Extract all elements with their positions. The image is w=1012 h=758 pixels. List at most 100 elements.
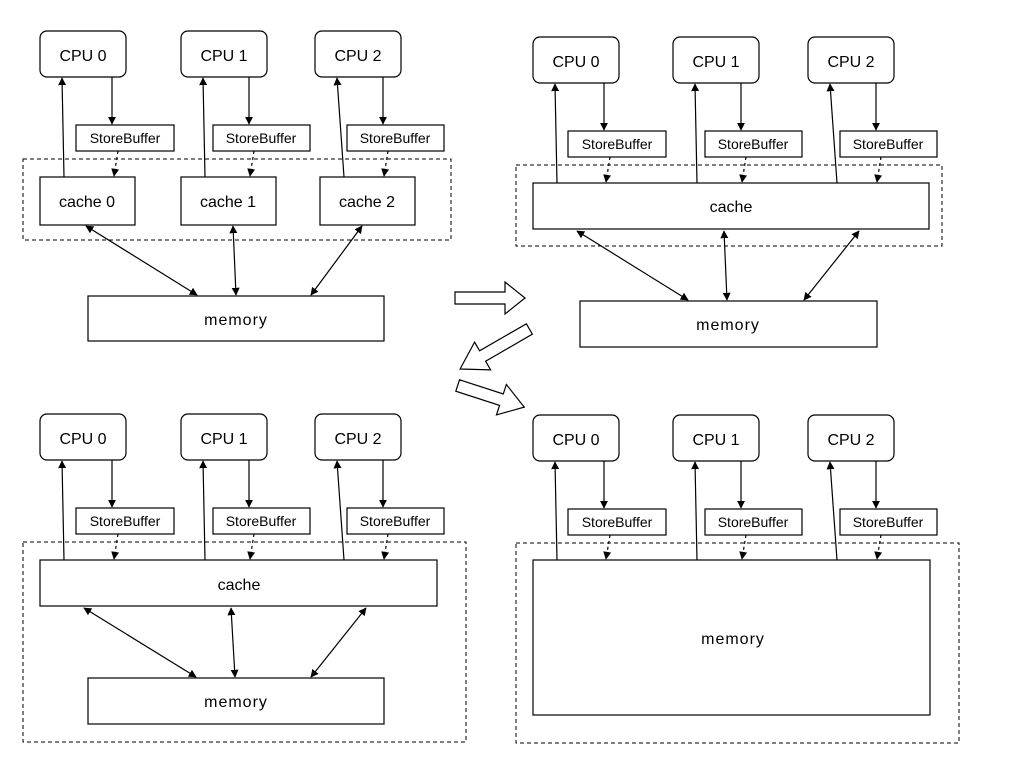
cache1-to-cpu-arrow bbox=[199, 77, 208, 178]
shared-cache-label: cache bbox=[710, 199, 753, 216]
store-buffer-0: StoreBuffer bbox=[567, 130, 667, 158]
panel-shared-cache-top: CPU 0 CPU 1 CPU 2 StoreBuffer StoreBuffe… bbox=[515, 36, 943, 348]
cpu-0-node: CPU 0 bbox=[39, 413, 127, 461]
transition-arrow-down-right bbox=[455, 379, 526, 416]
cpu-2-node: CPU 2 bbox=[807, 414, 895, 462]
shared-cache-node: cache bbox=[532, 182, 930, 230]
storebuffer2-to-cache-arrow bbox=[381, 150, 390, 177]
storebuffer1-to-cache-arrow bbox=[739, 156, 748, 183]
store-buffer-0: StoreBuffer bbox=[567, 508, 667, 536]
memory-node: memory bbox=[87, 295, 385, 342]
cache-1-node: cache 1 bbox=[180, 176, 277, 226]
cache-to-cpu1-arrow bbox=[691, 83, 700, 184]
cpu-1-label: CPU 1 bbox=[692, 54, 739, 71]
memory-region-boundary bbox=[515, 542, 960, 744]
cpu-2-label: CPU 2 bbox=[827, 54, 874, 71]
store-buffer-2-label: StoreBuffer bbox=[360, 130, 431, 146]
cpu-1-node: CPU 1 bbox=[180, 413, 268, 461]
cache2-memory-arrow bbox=[310, 225, 363, 296]
memory-node: memory bbox=[87, 677, 385, 725]
store-buffer-1-label: StoreBuffer bbox=[718, 136, 789, 152]
memory-node: memory bbox=[532, 559, 931, 716]
cpu-0-label: CPU 0 bbox=[59, 48, 106, 65]
cache-to-cpu1-arrow bbox=[199, 460, 208, 561]
memory-label: memory bbox=[204, 312, 268, 329]
cpu-1-label: CPU 1 bbox=[692, 432, 739, 449]
cpu-1-label: CPU 1 bbox=[200, 48, 247, 65]
store-buffer-2-label: StoreBuffer bbox=[360, 513, 431, 529]
cache-memory-arrow-middle bbox=[720, 230, 731, 301]
shared-cache-label: cache bbox=[218, 577, 261, 594]
cpu-0-label: CPU 0 bbox=[59, 431, 106, 448]
storebuffer1-to-memory-arrow bbox=[739, 534, 748, 560]
storebuffer0-to-cache-arrow bbox=[111, 150, 120, 177]
storebuffer2-to-cache-arrow bbox=[381, 533, 390, 560]
cache2-to-cpu-arrow bbox=[333, 77, 345, 178]
memory-to-cpu0-arrow bbox=[551, 461, 560, 561]
storebuffer0-to-cache-arrow bbox=[111, 533, 120, 560]
cpu-0-label: CPU 0 bbox=[552, 54, 599, 71]
cache-0-label: cache 0 bbox=[59, 194, 115, 211]
cache-memory-arrow-right bbox=[310, 607, 367, 678]
storebuffer1-to-cache-arrow bbox=[247, 150, 256, 177]
cache-memory-arrow-middle bbox=[227, 607, 239, 678]
cpu-2-node: CPU 2 bbox=[314, 30, 402, 78]
memory-label: memory bbox=[696, 317, 760, 334]
cpu-2-node: CPU 2 bbox=[807, 36, 895, 84]
cache1-memory-arrow bbox=[229, 225, 240, 296]
store-buffer-0: StoreBuffer bbox=[75, 124, 175, 152]
cache-to-cpu2-arrow bbox=[333, 460, 345, 561]
memory-to-cpu2-arrow bbox=[826, 461, 838, 561]
store-buffer-0-label: StoreBuffer bbox=[90, 130, 161, 146]
cache-1-label: cache 1 bbox=[200, 194, 256, 211]
store-buffer-2-label: StoreBuffer bbox=[853, 136, 924, 152]
storebuffer2-to-cache-arrow bbox=[874, 156, 883, 183]
cpu-1-node: CPU 1 bbox=[672, 414, 760, 462]
cache-to-cpu0-arrow bbox=[58, 460, 67, 561]
cache-memory-region-boundary bbox=[22, 541, 467, 743]
cache-0-node: cache 0 bbox=[39, 176, 136, 226]
cpu-0-node: CPU 0 bbox=[532, 414, 620, 462]
cpu-2-label: CPU 2 bbox=[827, 432, 874, 449]
cpu-1-node: CPU 1 bbox=[672, 36, 760, 84]
memory-label: memory bbox=[701, 631, 765, 648]
cpu-2-node: CPU 2 bbox=[314, 413, 402, 461]
cache-to-cpu0-arrow bbox=[551, 83, 560, 184]
storebuffer1-to-cache-arrow bbox=[247, 533, 256, 560]
memory-node: memory bbox=[579, 300, 878, 348]
cpu-1-node: CPU 1 bbox=[180, 30, 268, 78]
panel-shared-cache-with-memory: CPU 0 CPU 1 CPU 2 StoreBuffer StoreBuffe… bbox=[22, 413, 467, 743]
cache0-to-cpu-arrow bbox=[58, 77, 67, 178]
store-buffer-1: StoreBuffer bbox=[704, 130, 803, 158]
cache-2-label: cache 2 bbox=[339, 194, 395, 211]
cache-to-cpu2-arrow bbox=[826, 83, 838, 184]
store-buffer-0-label: StoreBuffer bbox=[90, 513, 161, 529]
cache-memory-arrow-left bbox=[576, 230, 689, 301]
store-buffer-0-label: StoreBuffer bbox=[582, 514, 653, 530]
store-buffer-1: StoreBuffer bbox=[212, 124, 311, 152]
store-buffer-2: StoreBuffer bbox=[346, 124, 445, 152]
cache-region-boundary bbox=[515, 164, 943, 247]
store-buffer-1: StoreBuffer bbox=[704, 508, 803, 536]
transition-arrow-down-left bbox=[459, 322, 534, 371]
storebuffer0-to-memory-arrow bbox=[603, 534, 612, 560]
cache-2-node: cache 2 bbox=[319, 176, 416, 226]
memory-to-cpu1-arrow bbox=[691, 461, 700, 561]
cpu-1-label: CPU 1 bbox=[200, 431, 247, 448]
cache0-memory-arrow bbox=[85, 225, 198, 296]
cpu-2-label: CPU 2 bbox=[334, 48, 381, 65]
storebuffer2-to-memory-arrow bbox=[874, 534, 883, 560]
cpu-0-node: CPU 0 bbox=[532, 36, 620, 84]
store-buffer-0-label: StoreBuffer bbox=[582, 136, 653, 152]
storebuffer0-to-cache-arrow bbox=[603, 156, 612, 183]
cpu-2-label: CPU 2 bbox=[334, 431, 381, 448]
store-buffer-0: StoreBuffer bbox=[75, 507, 175, 535]
store-buffer-1-label: StoreBuffer bbox=[718, 514, 789, 530]
shared-cache-node: cache bbox=[39, 559, 438, 607]
store-buffer-2: StoreBuffer bbox=[839, 130, 938, 158]
store-buffer-2-label: StoreBuffer bbox=[853, 514, 924, 530]
cache-memory-arrow-left bbox=[83, 607, 197, 678]
transition-arrow-right-top bbox=[454, 280, 526, 316]
memory-label: memory bbox=[204, 694, 268, 711]
